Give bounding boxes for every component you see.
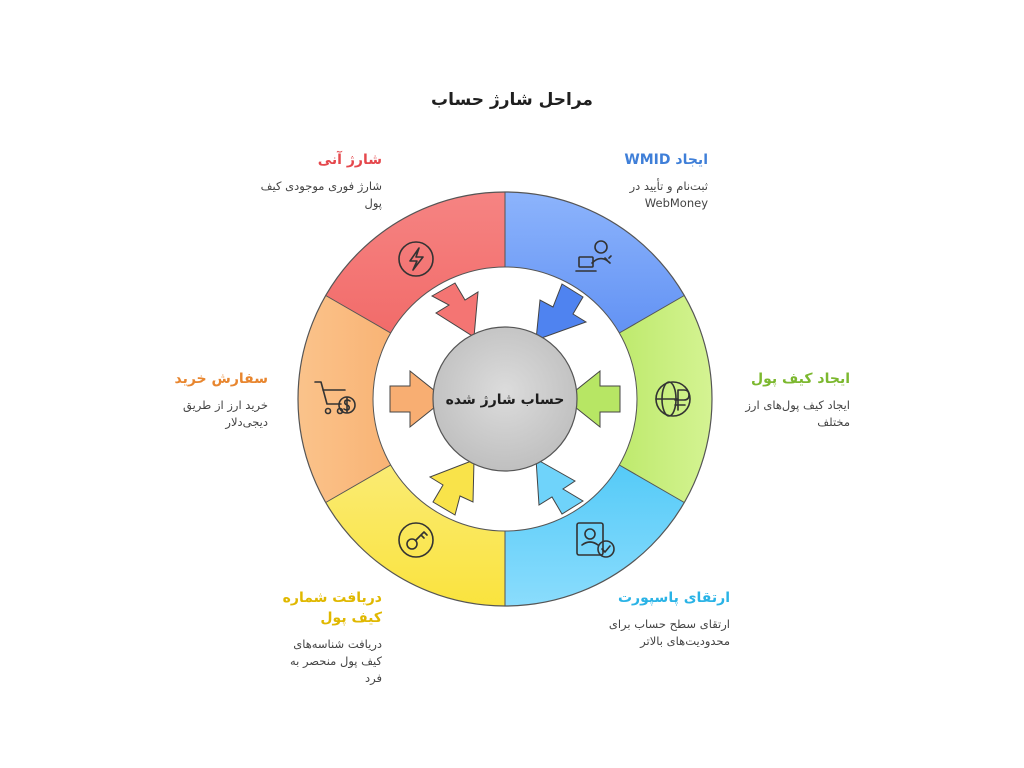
- label-number-desc: دریافت شناسه‌های کیف پول منحصر به فرد: [289, 637, 382, 685]
- page-title: مراحل شارژ حساب: [431, 90, 593, 110]
- label-passport: ارتقای پاسپورت ارتقای سطح حساب برای محدو…: [598, 588, 730, 650]
- label-wmid-desc: ثبت‌نام و تأیید در WebMoney: [629, 179, 708, 210]
- arrow-wallet: [564, 369, 621, 429]
- label-wmid: ایجاد WMID ثبت‌نام و تأیید در WebMoney: [598, 150, 708, 212]
- segment-dividers: [325, 192, 685, 606]
- user-laptop-icon: [575, 240, 612, 272]
- center-label: حساب شارژ شده: [446, 392, 565, 408]
- arrow-order: [389, 369, 446, 429]
- label-number-title: دریافت شماره کیف پول: [282, 590, 382, 626]
- label-order: سفارش خرید خرید ارز از طریق دیجی‌دلار: [168, 369, 269, 431]
- label-wallet-title: ایجاد کیف پول: [750, 371, 850, 387]
- arrow-instant: [430, 282, 479, 338]
- arrow-wmid: [535, 283, 588, 341]
- globe-currency-icon: [655, 381, 691, 417]
- lightning-icon: [398, 241, 434, 277]
- label-passport-title: ارتقای پاسپورت: [617, 590, 730, 606]
- label-wallet: ایجاد کیف پول ایجاد کیف پول‌های ارز مختل…: [740, 369, 850, 431]
- label-number: دریافت شماره کیف پول دریافت شناسه‌های کی…: [270, 588, 382, 687]
- label-order-desc: خرید ارز از طریق دیجی‌دلار: [183, 398, 268, 429]
- label-wallet-desc: ایجاد کیف پول‌های ارز مختلف: [745, 398, 850, 429]
- label-instant: شارژ آنی شارژ فوری موجودی کیف پول: [250, 150, 382, 212]
- arrow-number: [428, 459, 475, 516]
- key-coin-icon: [398, 522, 434, 558]
- arrows: [389, 282, 621, 516]
- cart-dollar-icon: [314, 381, 356, 415]
- label-order-title: سفارش خرید: [174, 371, 269, 387]
- label-instant-title: شارژ آنی: [317, 152, 382, 168]
- label-passport-desc: ارتقای سطح حساب برای محدودیت‌های بالاتر: [608, 617, 730, 648]
- arrow-passport: [535, 458, 584, 515]
- label-instant-desc: شارژ فوری موجودی کیف پول: [260, 179, 382, 210]
- label-wmid-title: ایجاد WMID: [624, 152, 708, 168]
- center-circle: [432, 326, 578, 472]
- id-card-check-icon: [576, 522, 615, 558]
